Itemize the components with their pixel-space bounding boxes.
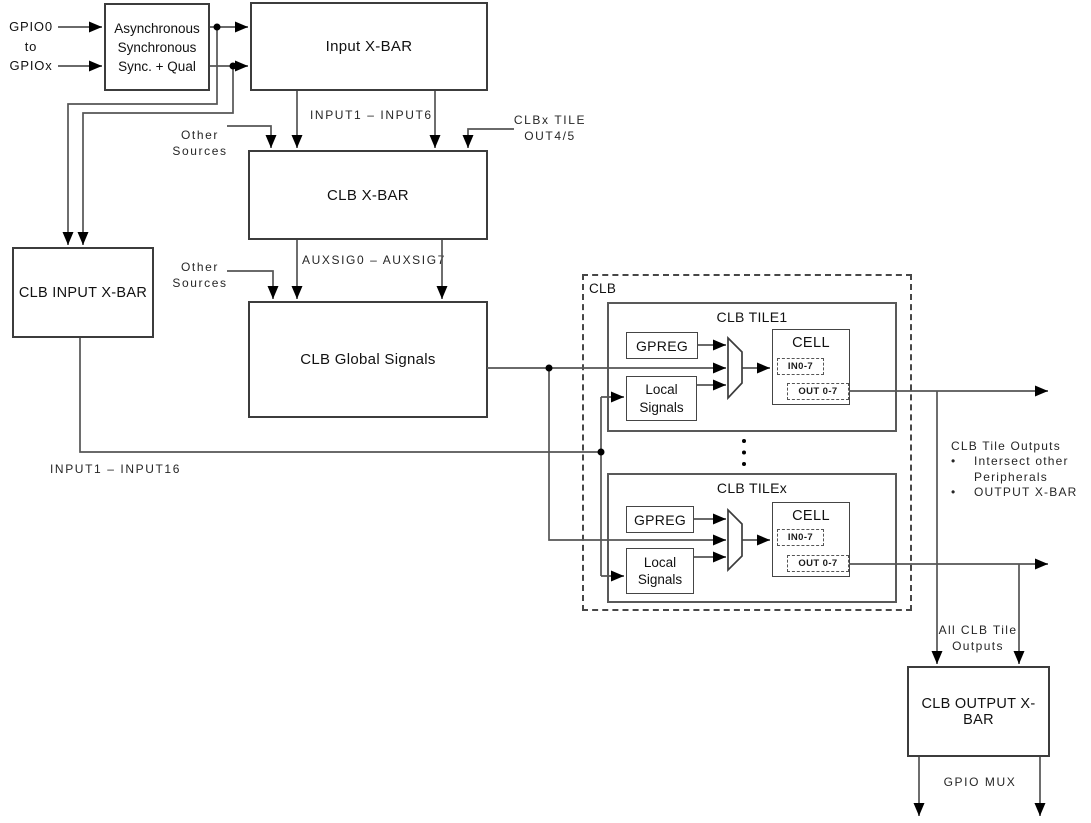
tilex-gpreg-label: GPREG <box>633 511 687 528</box>
junction-dot <box>229 62 237 70</box>
note-title: CLB Tile Outputs <box>951 439 1061 453</box>
note-bullet1-line2: Peripherals <box>974 469 1048 484</box>
other-sources-label-2: Other Sources <box>165 260 235 291</box>
clbx-tile-out-line1: CLBx TILE <box>513 113 587 127</box>
tile1-cell-in-label: IN0-7 <box>787 361 814 372</box>
tilex-cell-in-label: IN0-7 <box>787 532 814 543</box>
clb-input-xbar-label: CLB INPUT X-BAR <box>18 284 148 301</box>
tile1-local-signals-box: Local Signals <box>626 376 697 421</box>
other-sources-label-1: Other Sources <box>165 128 235 159</box>
all-clb-tile-outputs-label: All CLB Tile Outputs <box>929 623 1027 654</box>
input-xbar-label: Input X-BAR <box>325 38 413 55</box>
tilex-local-label-line1: Local <box>643 554 677 570</box>
clb-tile1-box: CLB TILE1 <box>607 302 897 432</box>
tile1-cell-in-box: IN0-7 <box>777 358 824 375</box>
sync-label-line1: Asynchronous <box>114 20 200 36</box>
gpio-range-line2: to <box>24 38 38 54</box>
tilex-cell-box: CELL <box>772 502 850 577</box>
clb-output-xbar-label: CLB OUTPUT X-BAR <box>921 695 1036 728</box>
other-sources-1-line1: Other <box>180 128 219 142</box>
other-sources-2-line1: Other <box>180 260 219 274</box>
all-clb-line2: Outputs <box>952 638 1004 653</box>
clb-output-xbar-block: CLB OUTPUT X-BAR <box>907 666 1050 757</box>
all-clb-line1: All CLB Tile <box>938 623 1018 637</box>
tilex-gpreg-box: GPREG <box>626 506 694 533</box>
junction-dot <box>545 364 553 372</box>
gpio-range-label: GPIO0 to GPIOx <box>2 17 60 76</box>
tile1-title: CLB TILE1 <box>716 309 788 325</box>
tilex-cell-out-label: OUT 0-7 <box>798 558 838 569</box>
sync-label-line3: Sync. + Qual <box>118 58 196 74</box>
input-xbar-block: Input X-BAR <box>250 2 488 91</box>
tilex-local-signals-box: Local Signals <box>626 548 694 594</box>
tile1-cell-label: CELL <box>792 335 830 351</box>
tile1-local-label-line2: Signals <box>639 399 684 415</box>
clb-global-signals-block: CLB Global Signals <box>248 301 488 418</box>
input1-input16-label: INPUT1 – INPUT16 <box>50 462 181 476</box>
clb-tile-outputs-note: CLB Tile Outputs • Intersect other Perip… <box>951 438 1078 501</box>
gpio-sync-qual-block: Asynchronous Synchronous Sync. + Qual <box>104 3 210 91</box>
bullet-icon: • <box>951 485 957 499</box>
tile1-cell-box: CELL <box>772 329 850 405</box>
auxsig-label: AUXSIG0 – AUXSIG7 <box>302 253 446 267</box>
other-sources-2-line2: Sources <box>172 275 228 290</box>
gpio-range-line3: GPIOx <box>9 58 53 73</box>
clb-group-label: CLB <box>589 281 617 296</box>
tilex-cell-in-box: IN0-7 <box>777 529 824 546</box>
tilex-title: CLB TILEx <box>716 480 788 496</box>
clb-xbar-block: CLB X-BAR <box>248 150 488 240</box>
clbx-tile-out-line2: OUT4/5 <box>524 128 576 143</box>
other-sources-1-line2: Sources <box>172 143 228 158</box>
clb-input-xbar-block: CLB INPUT X-BAR <box>12 247 154 338</box>
tile1-cell-out-label: OUT 0-7 <box>798 386 838 397</box>
tilex-cell-out-box: OUT 0-7 <box>787 555 849 572</box>
tile1-gpreg-label: GPREG <box>635 337 689 354</box>
input1-input6-label: INPUT1 – INPUT6 <box>310 108 433 122</box>
wire-clbxtileout-to-clbxbar <box>462 128 514 148</box>
clb-xbar-label: CLB X-BAR <box>327 186 409 204</box>
tilex-local-label-line2: Signals <box>637 572 683 587</box>
clb-global-signals-label: CLB Global Signals <box>300 351 436 368</box>
tilex-cell-label: CELL <box>792 508 830 524</box>
bullet-spacer <box>951 470 974 486</box>
clbx-tile-out-label: CLBx TILE OUT4/5 <box>510 113 590 144</box>
bullet-icon: • <box>951 454 957 468</box>
tile1-gpreg-box: GPREG <box>626 332 698 359</box>
tile1-cell-out-box: OUT 0-7 <box>787 383 849 400</box>
tile1-local-label-line1: Local <box>645 382 678 397</box>
note-bullet1-line1: Intersect other <box>974 454 1069 468</box>
junction-dot <box>213 23 221 31</box>
note-bullet2: OUTPUT X-BAR <box>974 485 1078 499</box>
gpio-range-line1: GPIO0 <box>9 19 53 34</box>
sync-label-line2: Synchronous <box>117 39 197 55</box>
gpio-mux-label: GPIO MUX <box>943 775 1017 789</box>
